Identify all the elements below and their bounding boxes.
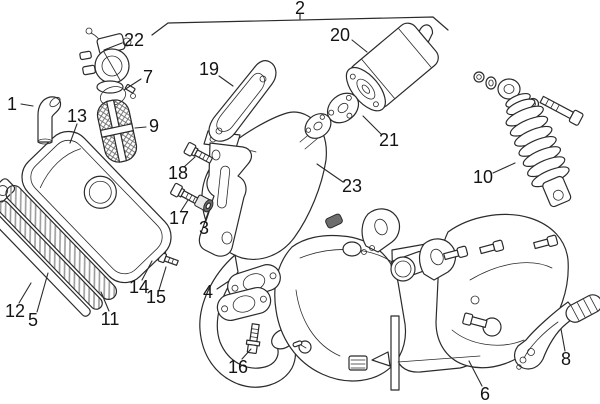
callout-13: 13 — [67, 106, 87, 144]
callout-1: 1 — [7, 94, 34, 114]
shock-clevis — [542, 175, 572, 208]
callout-2: 2 — [295, 0, 305, 18]
callout-21: 21 — [362, 115, 399, 150]
airbox-housing — [21, 130, 172, 284]
callout-5: 5 — [28, 272, 49, 330]
kickstart-lever — [513, 294, 600, 370]
choke-knob — [292, 340, 312, 354]
engine-mount-lug-right — [418, 238, 457, 281]
intake-elbow — [37, 96, 62, 145]
callout-label: 21 — [379, 130, 399, 150]
silencer — [345, 22, 439, 112]
callout-7: 7 — [123, 67, 153, 91]
vent-grille — [348, 355, 368, 371]
engine-mount-lug-left — [361, 208, 401, 253]
callout-20: 20 — [330, 25, 368, 53]
callout-18: 18 — [168, 156, 196, 183]
air-filter-element — [0, 200, 103, 310]
callouts: 1 2 3 4 5 6 7 8 9 — [5, 0, 571, 404]
airbox-seal — [0, 211, 91, 317]
callout-label: 3 — [199, 218, 209, 238]
callout-4: 4 — [203, 280, 230, 302]
callout-label: 22 — [124, 30, 144, 50]
callout-23: 23 — [316, 163, 362, 196]
callout-label: 13 — [67, 106, 87, 126]
shock-bolt — [539, 95, 584, 126]
callout-label: 23 — [342, 176, 362, 196]
rubber-bushing-3 — [194, 194, 214, 213]
mount-stud — [533, 234, 559, 250]
callout-22: 22 — [103, 30, 144, 51]
engine-assembly — [274, 208, 569, 391]
callout-label: 4 — [203, 282, 213, 302]
callout-19: 19 — [199, 59, 234, 87]
callout-label: 16 — [228, 357, 248, 377]
airbox-cover — [5, 184, 118, 301]
exhaust-hanger-bracket — [198, 130, 253, 257]
shock-absorber — [473, 71, 584, 208]
intake-block — [325, 213, 343, 229]
callout-14: 14 — [129, 260, 153, 297]
callout-label: 17 — [169, 208, 189, 228]
callout-label: 12 — [5, 301, 25, 321]
intake-sleeve — [96, 99, 138, 163]
callout-label: 18 — [168, 163, 188, 183]
exhaust-gasket-plate — [208, 60, 277, 142]
kick-grip — [565, 294, 600, 323]
exhaust-flange-discs — [304, 92, 360, 139]
callout-6: 6 — [468, 360, 490, 404]
callout-15: 15 — [146, 266, 167, 307]
frame-rail — [390, 315, 400, 391]
callout-label: 6 — [480, 384, 490, 404]
mount-stud — [443, 245, 469, 261]
callout-label: 2 — [295, 0, 305, 18]
engine-mount-boss — [390, 250, 429, 282]
mount-stud — [479, 239, 505, 255]
callout-label: 20 — [330, 25, 350, 45]
callout-label: 10 — [473, 167, 493, 187]
carb-boss — [342, 241, 362, 257]
callout-label: 1 — [7, 94, 17, 114]
callout-label: 14 — [129, 277, 149, 297]
callout-8: 8 — [560, 328, 571, 369]
callout-10: 10 — [473, 162, 516, 187]
callout-label: 19 — [199, 59, 219, 79]
callout-12: 12 — [5, 282, 32, 321]
callout-label: 8 — [561, 349, 571, 369]
callout-16: 16 — [228, 348, 252, 377]
callout-label: 15 — [146, 287, 166, 307]
shock-spring — [505, 92, 572, 208]
assembly-span-bracket — [151, 13, 449, 36]
flange-bolt-16 — [245, 323, 261, 355]
case-bolt — [462, 312, 488, 329]
callout-9: 9 — [134, 116, 159, 136]
callout-17: 17 — [169, 199, 189, 228]
carburettor — [79, 27, 132, 94]
shock-nut — [473, 71, 485, 83]
tail-stub — [418, 24, 434, 43]
callout-3: 3 — [199, 208, 211, 238]
callout-11: 11 — [100, 291, 120, 329]
exhaust-port-gaskets — [216, 264, 281, 321]
screw-18 — [183, 141, 214, 164]
airbox-assembly — [0, 130, 172, 317]
callout-label: 11 — [101, 309, 120, 329]
shock-washer — [485, 76, 497, 90]
callout-label: 9 — [149, 116, 159, 136]
shock-eye — [497, 78, 521, 100]
callout-label: 7 — [143, 67, 153, 87]
callout-label: 5 — [28, 310, 38, 330]
